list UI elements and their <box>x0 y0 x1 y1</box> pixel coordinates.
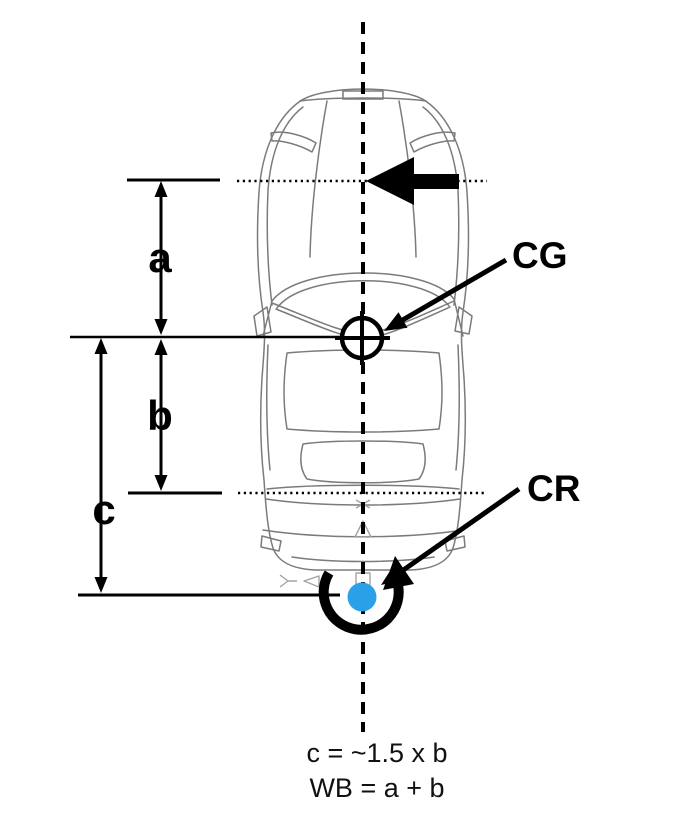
artifact-y-glyph <box>279 574 297 588</box>
mirror-right <box>454 306 473 335</box>
dim-b-arrowhead-bottom <box>154 475 168 491</box>
dim-c-label: c <box>92 486 115 533</box>
front-fender-left <box>266 106 304 306</box>
rear-window <box>300 440 426 484</box>
dim-b: b <box>147 339 173 491</box>
rotation-arrowhead <box>383 556 414 590</box>
dim-a-arrowhead-bottom <box>154 319 168 335</box>
dim-b-arrowhead-top <box>154 339 168 355</box>
dim-a-label: a <box>148 234 172 281</box>
dim-a-arrowhead-top <box>154 181 168 197</box>
lateral-force-arrow <box>366 157 459 205</box>
artifact-up-triangle <box>354 520 372 538</box>
artifact-left-triangle <box>303 575 320 588</box>
formula-wheelbase: WB = a + b <box>309 773 444 803</box>
dim-a: a <box>148 181 172 335</box>
hood-seam-left <box>309 100 328 258</box>
windshield-inner-edge <box>276 280 450 309</box>
cr-dot <box>347 582 377 612</box>
taillight-left <box>260 535 282 552</box>
roof-rail-left <box>265 344 271 471</box>
headlight-left <box>270 131 317 153</box>
cr-leader-arrow-line <box>390 486 521 581</box>
dim-b-label: b <box>147 392 173 439</box>
dim-c-arrowhead-bottom <box>94 577 108 593</box>
a-pillar-right <box>453 298 464 337</box>
roof-rail-right <box>455 344 461 471</box>
cg-group: CG <box>335 235 568 365</box>
headlight-right <box>409 131 456 153</box>
cg-leader-arrowhead <box>384 312 408 331</box>
dim-c-arrowhead-top <box>94 338 108 354</box>
front-fender-right <box>422 106 460 306</box>
formula-c-relation: c = ~1.5 x b <box>306 738 447 768</box>
rotation-arrow-icon <box>318 570 404 635</box>
cg-label: CG <box>512 235 568 276</box>
dim-c: c <box>92 338 116 593</box>
front-bumper-seam <box>299 97 427 102</box>
cg-leader-arrow-line <box>392 257 508 328</box>
cr-label: CR <box>527 468 580 509</box>
a-pillar-left <box>262 300 273 337</box>
cr-group: CR <box>318 468 580 635</box>
